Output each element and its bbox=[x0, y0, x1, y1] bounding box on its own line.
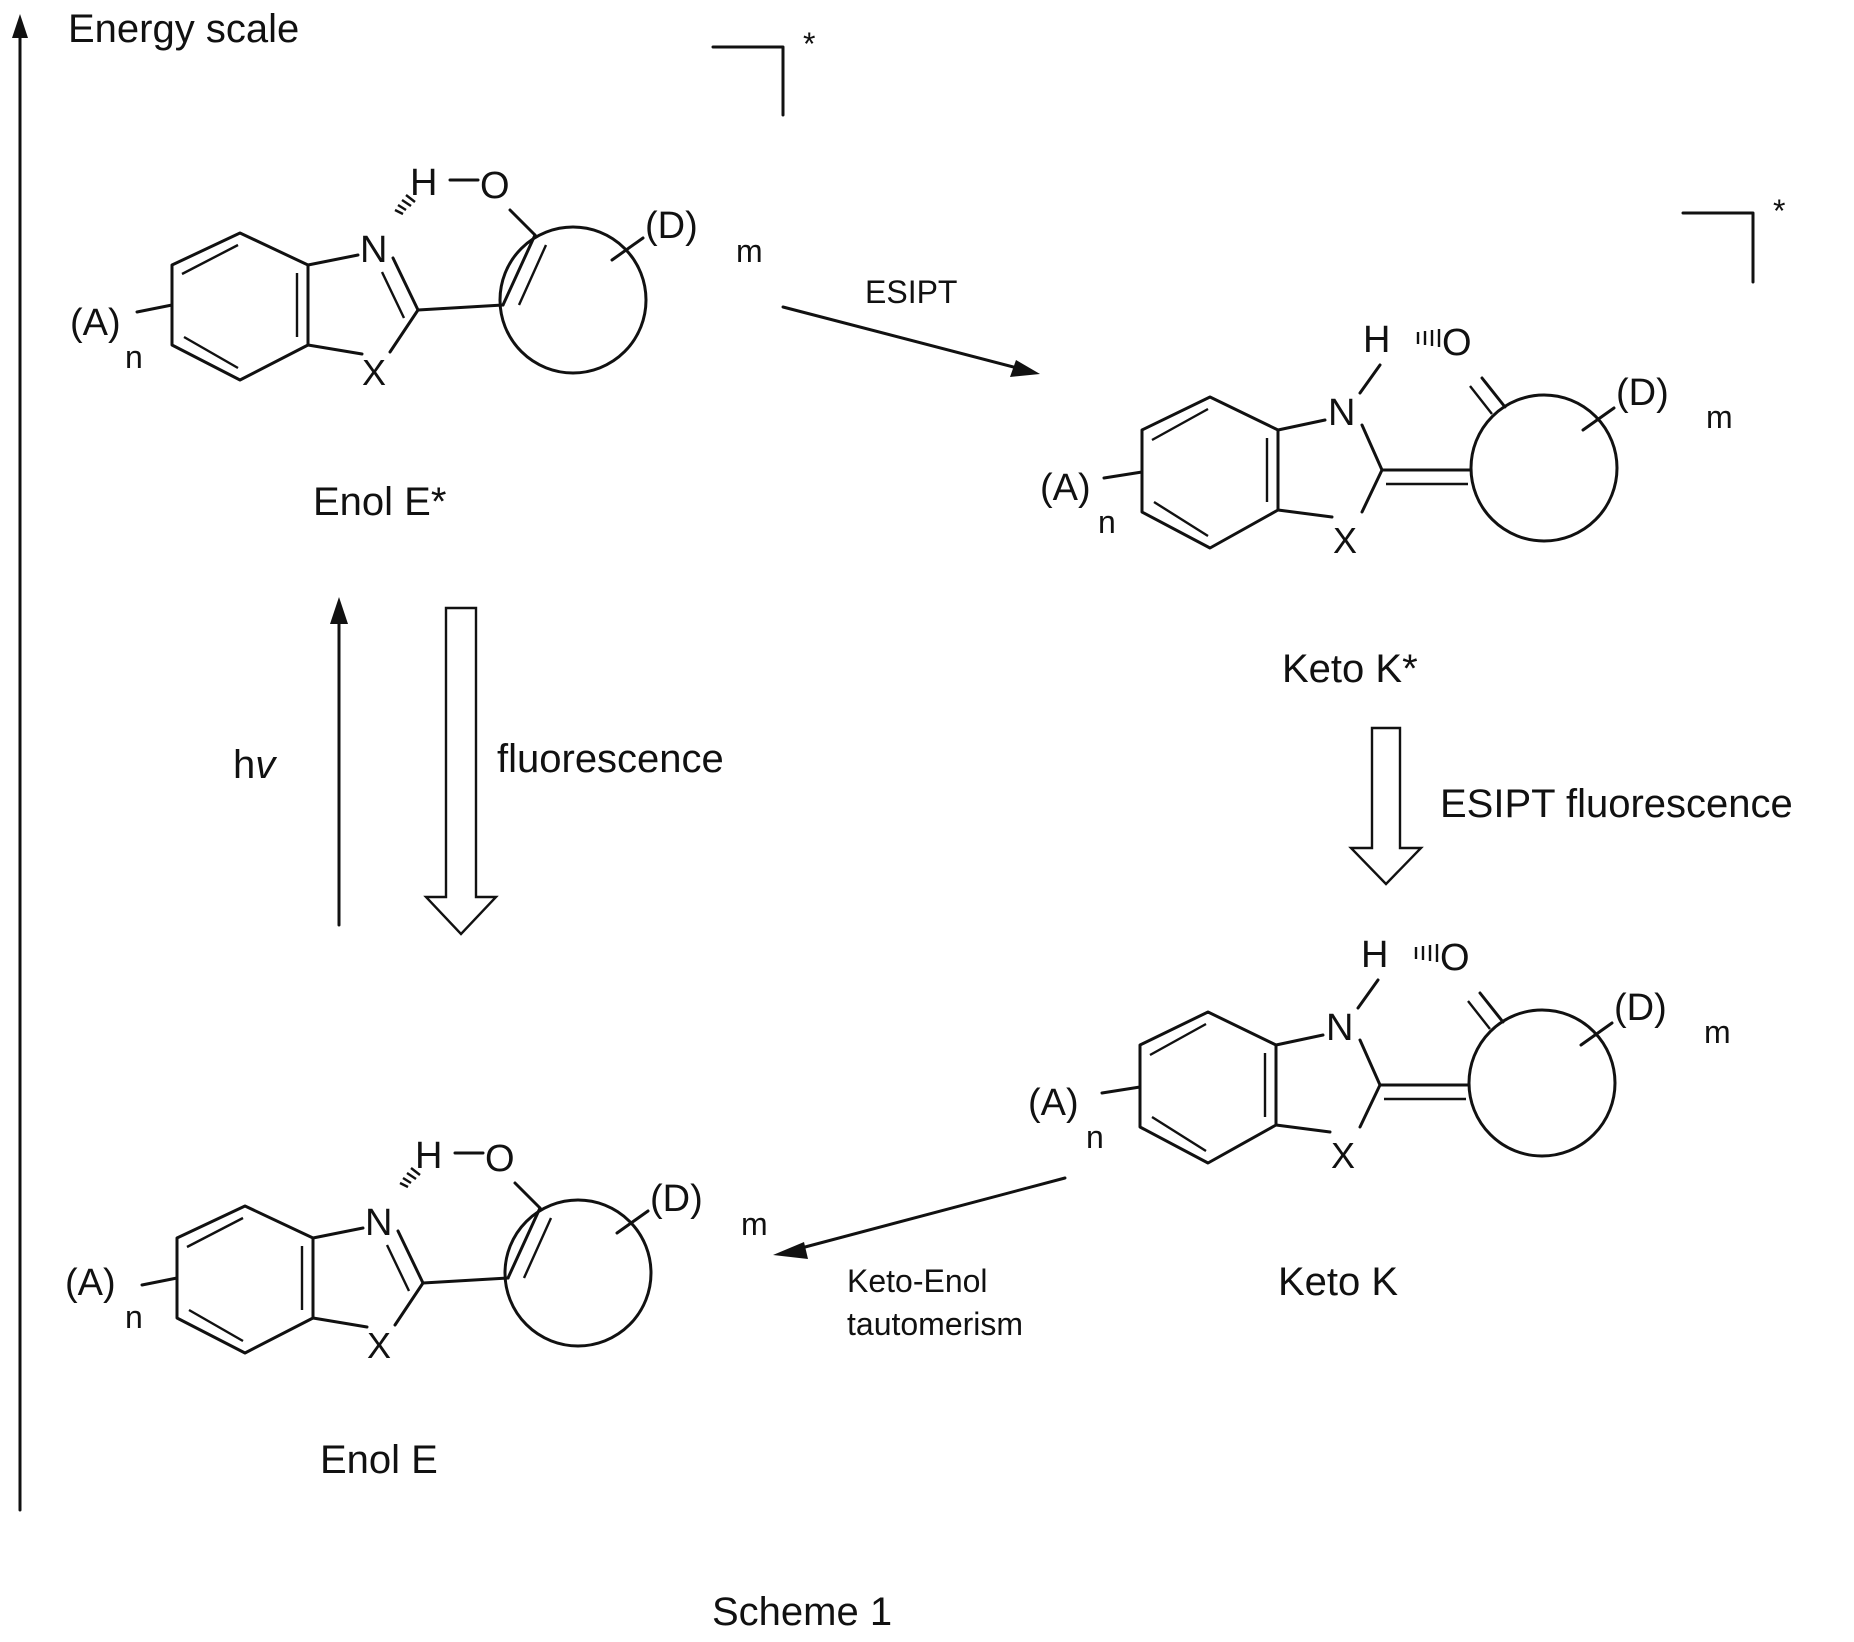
atom-label-n: n bbox=[125, 1299, 143, 1335]
structure-label: Keto K* bbox=[1282, 647, 1418, 691]
structure-label: Enol E* bbox=[313, 480, 446, 524]
scheme-caption: Scheme 1 bbox=[712, 1590, 892, 1634]
atom-label-m: m bbox=[1704, 1014, 1731, 1050]
atom-label-n: n bbox=[1086, 1119, 1104, 1155]
excited-state-star: * bbox=[803, 26, 815, 62]
atom-label-nitrogen: N bbox=[1328, 392, 1355, 434]
atom-label-hydrogen: H bbox=[415, 1135, 442, 1177]
absorption-arrow: hv bbox=[233, 597, 348, 925]
structure-enol-excited: * (A) n N X H O (D) m Enol E* bbox=[70, 26, 815, 524]
atom-label-m: m bbox=[736, 233, 763, 269]
atom-label-x: X bbox=[1331, 1135, 1355, 1176]
atom-label-d: (D) bbox=[645, 205, 698, 247]
esipt-fluorescence-arrow: ESIPT fluorescence bbox=[1351, 728, 1793, 884]
atom-label-d: (D) bbox=[1614, 987, 1667, 1029]
atom-label-oxygen: O bbox=[485, 1138, 515, 1180]
atom-label-d: (D) bbox=[1616, 372, 1669, 414]
atom-label-oxygen: O bbox=[1442, 322, 1472, 364]
atom-label-nitrogen: N bbox=[365, 1202, 392, 1244]
atom-label-a: (A) bbox=[1040, 467, 1091, 509]
energy-axis-label: Energy scale bbox=[68, 7, 299, 51]
tautomerism-label-line2: tautomerism bbox=[847, 1306, 1023, 1342]
esipt-arrow: ESIPT bbox=[783, 274, 1040, 377]
atom-label-m: m bbox=[741, 1206, 768, 1242]
structure-keto-ground: (A) n N X H O (D) m bbox=[1028, 934, 1731, 1176]
atom-label-nitrogen: N bbox=[1326, 1007, 1353, 1049]
atom-label-x: X bbox=[1333, 520, 1357, 561]
atom-label-hydrogen: H bbox=[1363, 319, 1390, 361]
atom-label-a: (A) bbox=[65, 1262, 116, 1304]
atom-label-n: n bbox=[1098, 504, 1116, 540]
tautomerism-arrow: Keto-Enol tautomerism bbox=[773, 1178, 1065, 1342]
structure-enol-ground: (A) n N X H O (D) m bbox=[65, 1135, 768, 1366]
excited-state-star: * bbox=[1773, 193, 1785, 229]
fluorescence-arrow: fluorescence bbox=[426, 608, 724, 934]
atom-label-oxygen: O bbox=[1440, 937, 1470, 979]
excited-state-bracket bbox=[1683, 213, 1753, 282]
structure-keto-excited: * (A) n N X H O (D) m Keto K* bbox=[1040, 193, 1785, 691]
structure-label-keto-ground: Keto K bbox=[1278, 1260, 1398, 1304]
atom-label-nitrogen: N bbox=[360, 229, 387, 271]
absorption-label: hv bbox=[233, 743, 277, 787]
atom-label-d: (D) bbox=[650, 1178, 703, 1220]
atom-label-a: (A) bbox=[70, 302, 121, 344]
fluorescence-label: fluorescence bbox=[497, 737, 724, 781]
esipt-label: ESIPT bbox=[865, 274, 957, 310]
energy-axis-arrowhead bbox=[12, 14, 28, 38]
structure-label-enol-ground: Enol E bbox=[320, 1438, 438, 1482]
atom-label-x: X bbox=[367, 1325, 391, 1366]
atom-label-x: X bbox=[362, 352, 386, 393]
atom-label-oxygen: O bbox=[480, 165, 510, 207]
atom-label-hydrogen: H bbox=[410, 162, 437, 204]
atom-label-hydrogen: H bbox=[1361, 934, 1388, 976]
esipt-fluorescence-label: ESIPT fluorescence bbox=[1440, 782, 1793, 826]
atom-label-a: (A) bbox=[1028, 1082, 1079, 1124]
atom-label-n: n bbox=[125, 339, 143, 375]
tautomerism-label-line1: Keto-Enol bbox=[847, 1263, 988, 1299]
excited-state-bracket bbox=[713, 47, 783, 115]
atom-label-m: m bbox=[1706, 399, 1733, 435]
